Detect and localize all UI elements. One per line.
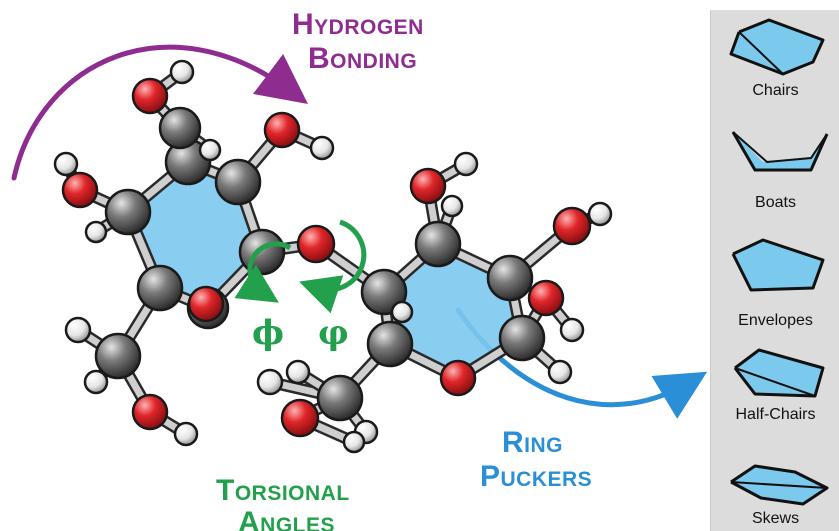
panel-label-half-chairs: Half-Chairs bbox=[735, 406, 816, 423]
carbon-atom bbox=[316, 374, 364, 422]
oxygen-atom bbox=[527, 279, 565, 317]
pucker-types-panel: Chairs Boats Envelopes Half-Chairs Skews bbox=[710, 10, 839, 531]
panel-label-envelopes: Envelopes bbox=[738, 312, 813, 329]
hydrogen-atom bbox=[390, 300, 414, 324]
carbon-atom bbox=[136, 264, 184, 312]
hydrogen-atom bbox=[53, 151, 79, 177]
carbon-atom bbox=[104, 188, 152, 236]
hydrogen-atom bbox=[83, 369, 109, 395]
hydrogen-atom bbox=[453, 151, 479, 177]
hydrogen-atom bbox=[173, 421, 199, 447]
carbon-atom bbox=[486, 254, 534, 302]
hydrogen-atom bbox=[169, 59, 195, 85]
hydrogen-bonding-line1: Hydrogen bbox=[292, 8, 424, 41]
hydrogen-bonding-line2: Bonding bbox=[308, 42, 418, 75]
envelope-shape bbox=[731, 238, 825, 292]
pucker-shapes bbox=[729, 18, 829, 506]
oxygen-atom bbox=[280, 398, 320, 438]
panel-label-chairs: Chairs bbox=[752, 82, 799, 99]
carbon-atom bbox=[498, 314, 546, 362]
boat-shape bbox=[731, 131, 829, 172]
oxygen-atom bbox=[439, 359, 477, 397]
oxygen-atom bbox=[552, 206, 592, 246]
ring-puckers-line2: Puckers bbox=[480, 460, 593, 493]
oxygen-atom bbox=[263, 111, 301, 149]
torsion-arrow-phi bbox=[234, 241, 292, 303]
hydrogen-atom bbox=[342, 430, 366, 454]
carbon-atom bbox=[158, 106, 202, 150]
oxygen-atom bbox=[131, 393, 169, 431]
psi-symbol: φ bbox=[318, 313, 349, 353]
carbon-atom bbox=[360, 268, 408, 316]
atom-layer bbox=[53, 59, 613, 454]
hydrogen-atom bbox=[256, 368, 284, 396]
hydrogen-atom bbox=[64, 316, 92, 344]
hydrogen-atom bbox=[84, 220, 108, 244]
ring-puckers-line1: Ring bbox=[502, 426, 563, 459]
hydrogen-atom bbox=[587, 201, 613, 227]
chair-shape bbox=[729, 18, 825, 76]
oxygen-atom bbox=[187, 285, 225, 323]
carbon-atom bbox=[366, 320, 414, 368]
half-chair-shape bbox=[733, 348, 825, 398]
carbon-atom bbox=[94, 332, 142, 380]
hydrogen-atom bbox=[547, 359, 573, 385]
carbon-atom bbox=[214, 158, 262, 206]
carbon-atom bbox=[238, 228, 286, 276]
carbon-atom bbox=[414, 220, 462, 268]
torsion-arrow-psi bbox=[299, 219, 367, 314]
torsional-angles-line1: Torsional bbox=[216, 474, 350, 507]
torsional-angles-label: Torsional Angles bbox=[216, 476, 350, 531]
hydrogen-atom bbox=[285, 359, 311, 385]
ring-puckers-label: Ring Puckers bbox=[480, 428, 592, 492]
oxygen-atom bbox=[131, 77, 169, 115]
hydrogen-bonding-arrow bbox=[11, 44, 308, 181]
hydrogen-atom bbox=[559, 317, 585, 343]
panel-label-boats: Boats bbox=[755, 194, 796, 211]
oxygen-atom bbox=[61, 171, 99, 209]
oxygen-atom bbox=[409, 167, 447, 205]
torsional-angles-line2: Angles bbox=[238, 506, 336, 531]
skew-shape bbox=[730, 464, 829, 506]
phi-symbol: ϕ bbox=[252, 313, 285, 353]
oxygen-atom bbox=[296, 224, 336, 264]
hydrogen-atom bbox=[198, 138, 222, 162]
hydrogen-atom bbox=[309, 135, 335, 161]
hydrogen-atom bbox=[440, 194, 464, 218]
hydrogen-bonding-label: Hydrogen Bonding bbox=[292, 10, 424, 74]
panel-label-skews: Skews bbox=[751, 510, 800, 527]
